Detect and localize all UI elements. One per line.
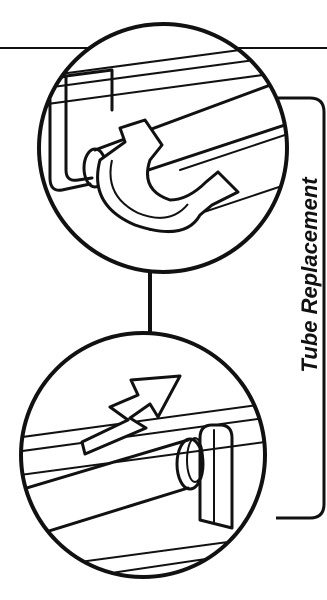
tube-replacement-label: Tube Replacement [295, 150, 325, 400]
bottom-detail-circle [15, 333, 280, 585]
top-detail-circle [30, 24, 300, 272]
